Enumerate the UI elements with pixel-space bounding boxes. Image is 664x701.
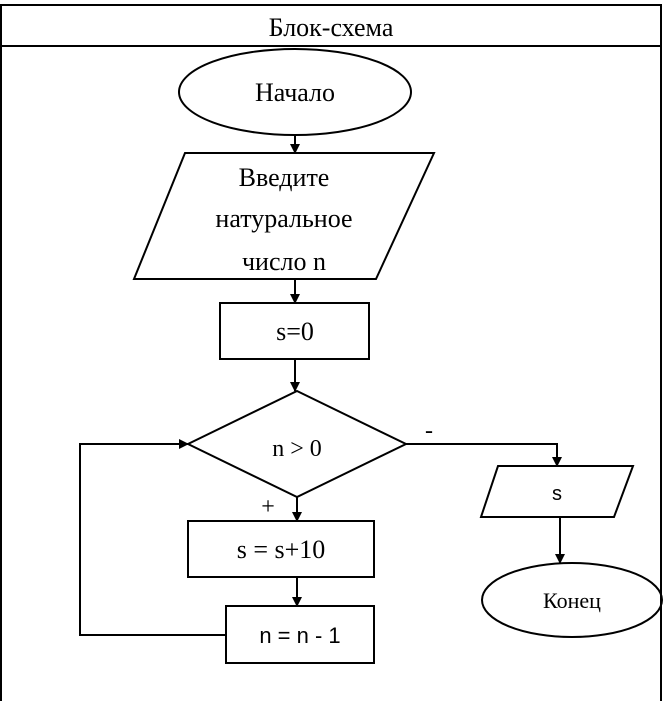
condition-label: n > 0 [272, 436, 322, 462]
init-label: s=0 [276, 317, 314, 346]
end-terminator [481, 562, 663, 638]
loop-back-arrow [79, 439, 226, 636]
no-branch-label: - [425, 418, 433, 444]
body-process-1 [187, 520, 375, 578]
output-parallelogram [479, 465, 635, 518]
end-label: Конец [543, 588, 601, 613]
body2-label: n = n - 1 [259, 623, 340, 648]
yes-branch-label: + [261, 494, 275, 520]
start-label: Начало [255, 78, 335, 107]
diagram-title: Блок-схема [269, 13, 394, 42]
input-label-line-3: число n [242, 247, 326, 276]
output-label: s [552, 483, 562, 505]
input-parallelogram [132, 152, 436, 280]
input-label-line-2: натуральное [215, 204, 352, 233]
body1-label: s = s+10 [237, 535, 326, 564]
input-label-line-1: Введите [239, 163, 330, 192]
arrow-no-branch [406, 443, 562, 467]
